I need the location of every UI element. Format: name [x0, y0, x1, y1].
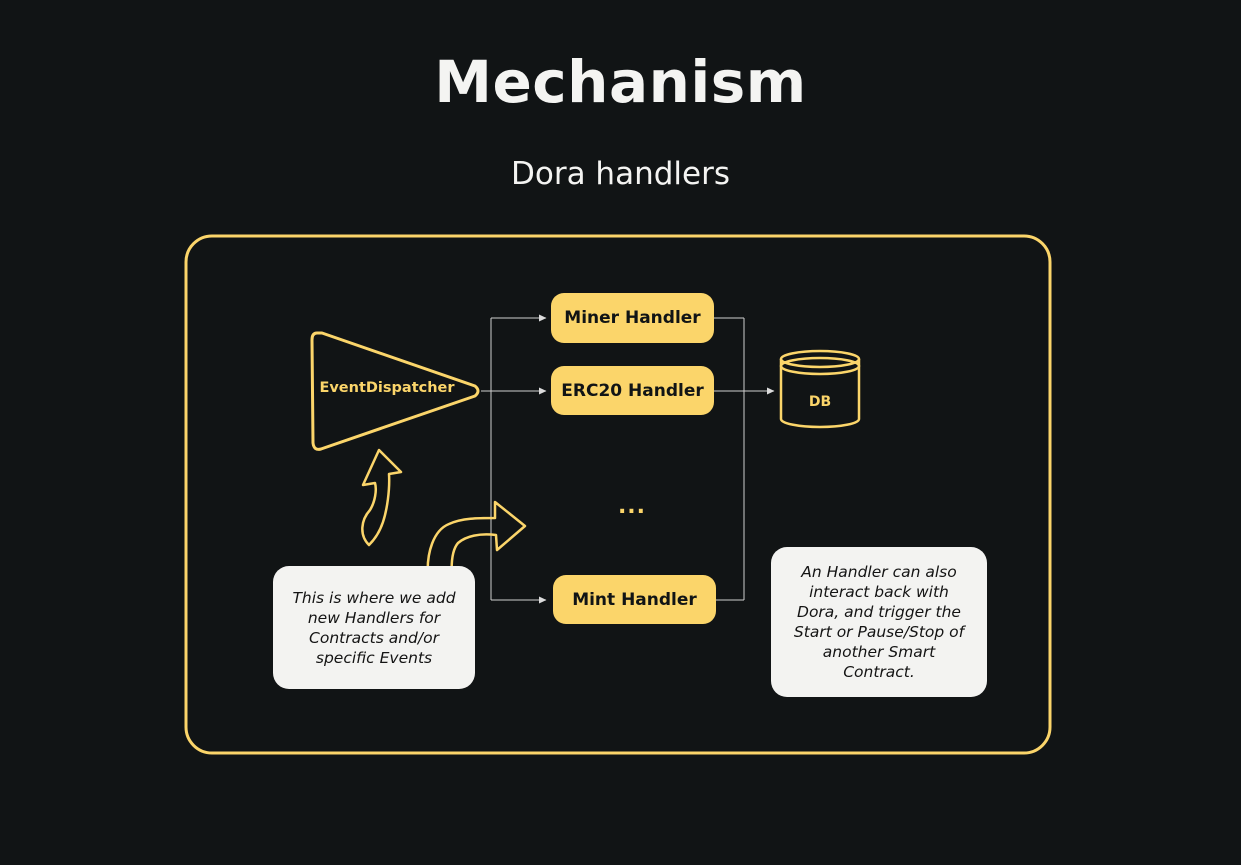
add-handlers-note: This is where we add new Handlers for Co… — [273, 566, 475, 689]
database-icon — [779, 349, 861, 429]
event-dispatcher-shape — [310, 331, 480, 451]
event-dispatcher-label: EventDispatcher — [319, 380, 455, 396]
more-handlers-ellipsis: ... — [617, 494, 647, 519]
dispatch-connectors — [481, 314, 547, 604]
handler-interaction-note: An Handler can also interact back with D… — [771, 547, 987, 697]
miner-handler-box: Miner Handler — [551, 293, 714, 343]
page-subtitle: Dora handlers — [511, 156, 730, 192]
hand-drawn-up-arrow — [361, 448, 403, 547]
erc20-handler-box: ERC20 Handler — [551, 366, 714, 415]
add-handlers-note-text: This is where we add new Handlers for Co… — [292, 588, 456, 667]
database-label: DB — [808, 394, 832, 410]
collector-connectors — [714, 317, 775, 601]
diagram-frame — [184, 234, 1052, 755]
hand-drawn-curved-arrow — [426, 500, 527, 579]
mint-handler-box: Mint Handler — [553, 575, 716, 624]
page-title: Mechanism — [434, 48, 807, 116]
handler-interaction-note-text: An Handler can also interact back with D… — [793, 563, 965, 681]
